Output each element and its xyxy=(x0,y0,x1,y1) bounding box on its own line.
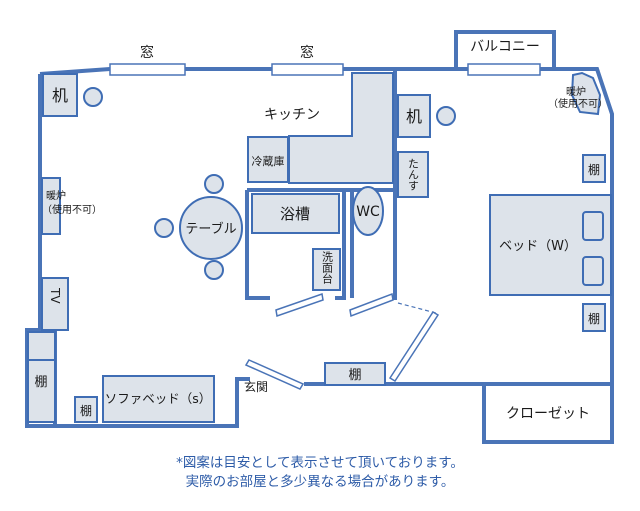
tv-label: TV xyxy=(48,287,62,304)
window-balcony xyxy=(467,63,541,76)
pillow-top xyxy=(582,211,604,241)
shelf-right-top-label: 棚 xyxy=(588,162,600,177)
hall-door xyxy=(388,310,440,383)
shelf-right-top xyxy=(582,154,606,183)
chair-left xyxy=(154,218,174,238)
tv-stand xyxy=(41,277,69,331)
balcony-label: バルコニー xyxy=(470,39,540,55)
kitchen-counter xyxy=(288,72,394,184)
shelf-entrance xyxy=(324,362,386,386)
heater-right-label: 暖炉 （使用不可） xyxy=(548,85,608,110)
chair-bottom xyxy=(204,260,224,280)
desk-right xyxy=(397,94,431,138)
window-left-label: 窓 xyxy=(140,44,154,61)
interior-wall xyxy=(245,190,270,300)
fridge-label: 冷蔵庫 xyxy=(252,154,285,168)
heater-left-line1: 暖炉 xyxy=(46,189,66,202)
interior-wall xyxy=(388,190,397,300)
shelf-entrance-label: 棚 xyxy=(348,368,361,383)
balcony-wall xyxy=(454,30,556,69)
table-label: テーブル xyxy=(185,221,236,237)
shelf-small xyxy=(74,396,98,423)
shelf-right-bottom xyxy=(582,303,606,332)
window-right xyxy=(271,63,344,76)
doors xyxy=(244,292,440,390)
washstand-label: 洗面台 xyxy=(321,251,334,284)
chair-desk-right xyxy=(436,106,456,126)
sofa-bed xyxy=(102,375,215,423)
disclaimer-line-1: *図案は目安として表示させて頂いております。 xyxy=(176,455,464,471)
window-left xyxy=(109,63,186,76)
washstand xyxy=(312,248,341,291)
entrance-label: 玄関 xyxy=(244,379,268,394)
furniture xyxy=(27,71,612,423)
entrance-door xyxy=(244,359,305,390)
heater-right xyxy=(570,71,602,116)
desk-right-label: 机 xyxy=(406,107,422,126)
heater-left-line2: （使用不可） xyxy=(42,203,102,216)
table xyxy=(179,196,243,260)
shelf-left-label: 棚 xyxy=(34,375,47,390)
heater-left-label: 暖炉 （使用不可） xyxy=(42,189,102,216)
shelf-left-top xyxy=(27,331,56,361)
chair-top xyxy=(204,174,224,194)
dresser xyxy=(397,151,429,198)
window-right-label: 窓 xyxy=(300,44,314,61)
closet-label: クローゼット xyxy=(506,406,590,422)
bath-door xyxy=(275,292,324,318)
fridge xyxy=(247,136,289,183)
kitchen-label: キッチン xyxy=(264,107,320,123)
heater-left xyxy=(41,177,61,235)
shelf-small-label: 棚 xyxy=(80,403,92,418)
interior-wall xyxy=(335,190,346,300)
toilet xyxy=(352,186,384,236)
wc-door xyxy=(349,292,394,318)
heater-right-line2: （使用不可） xyxy=(548,97,608,110)
door-swing xyxy=(397,302,437,314)
dresser-label: たんす xyxy=(407,158,420,191)
shelf-right-bottom-label: 棚 xyxy=(588,311,600,326)
sofa-bed-label: ソファベッド（s） xyxy=(105,391,212,406)
desk-left xyxy=(42,73,78,117)
desk-left-label: 机 xyxy=(52,86,68,105)
outer-wall xyxy=(482,67,614,444)
bathtub xyxy=(251,193,340,234)
disclaimer-line-2: 実際のお部屋と多少異なる場合があります。 xyxy=(185,474,455,490)
pillow-bottom xyxy=(582,256,604,286)
bathtub-label: 浴槽 xyxy=(280,205,310,223)
wc-label: WC xyxy=(356,204,380,220)
chair-desk-left xyxy=(83,87,103,107)
shelf-left xyxy=(27,359,56,423)
bed-label: ベッド（W） xyxy=(499,239,577,254)
heater-right-line1: 暖炉 xyxy=(566,85,586,98)
